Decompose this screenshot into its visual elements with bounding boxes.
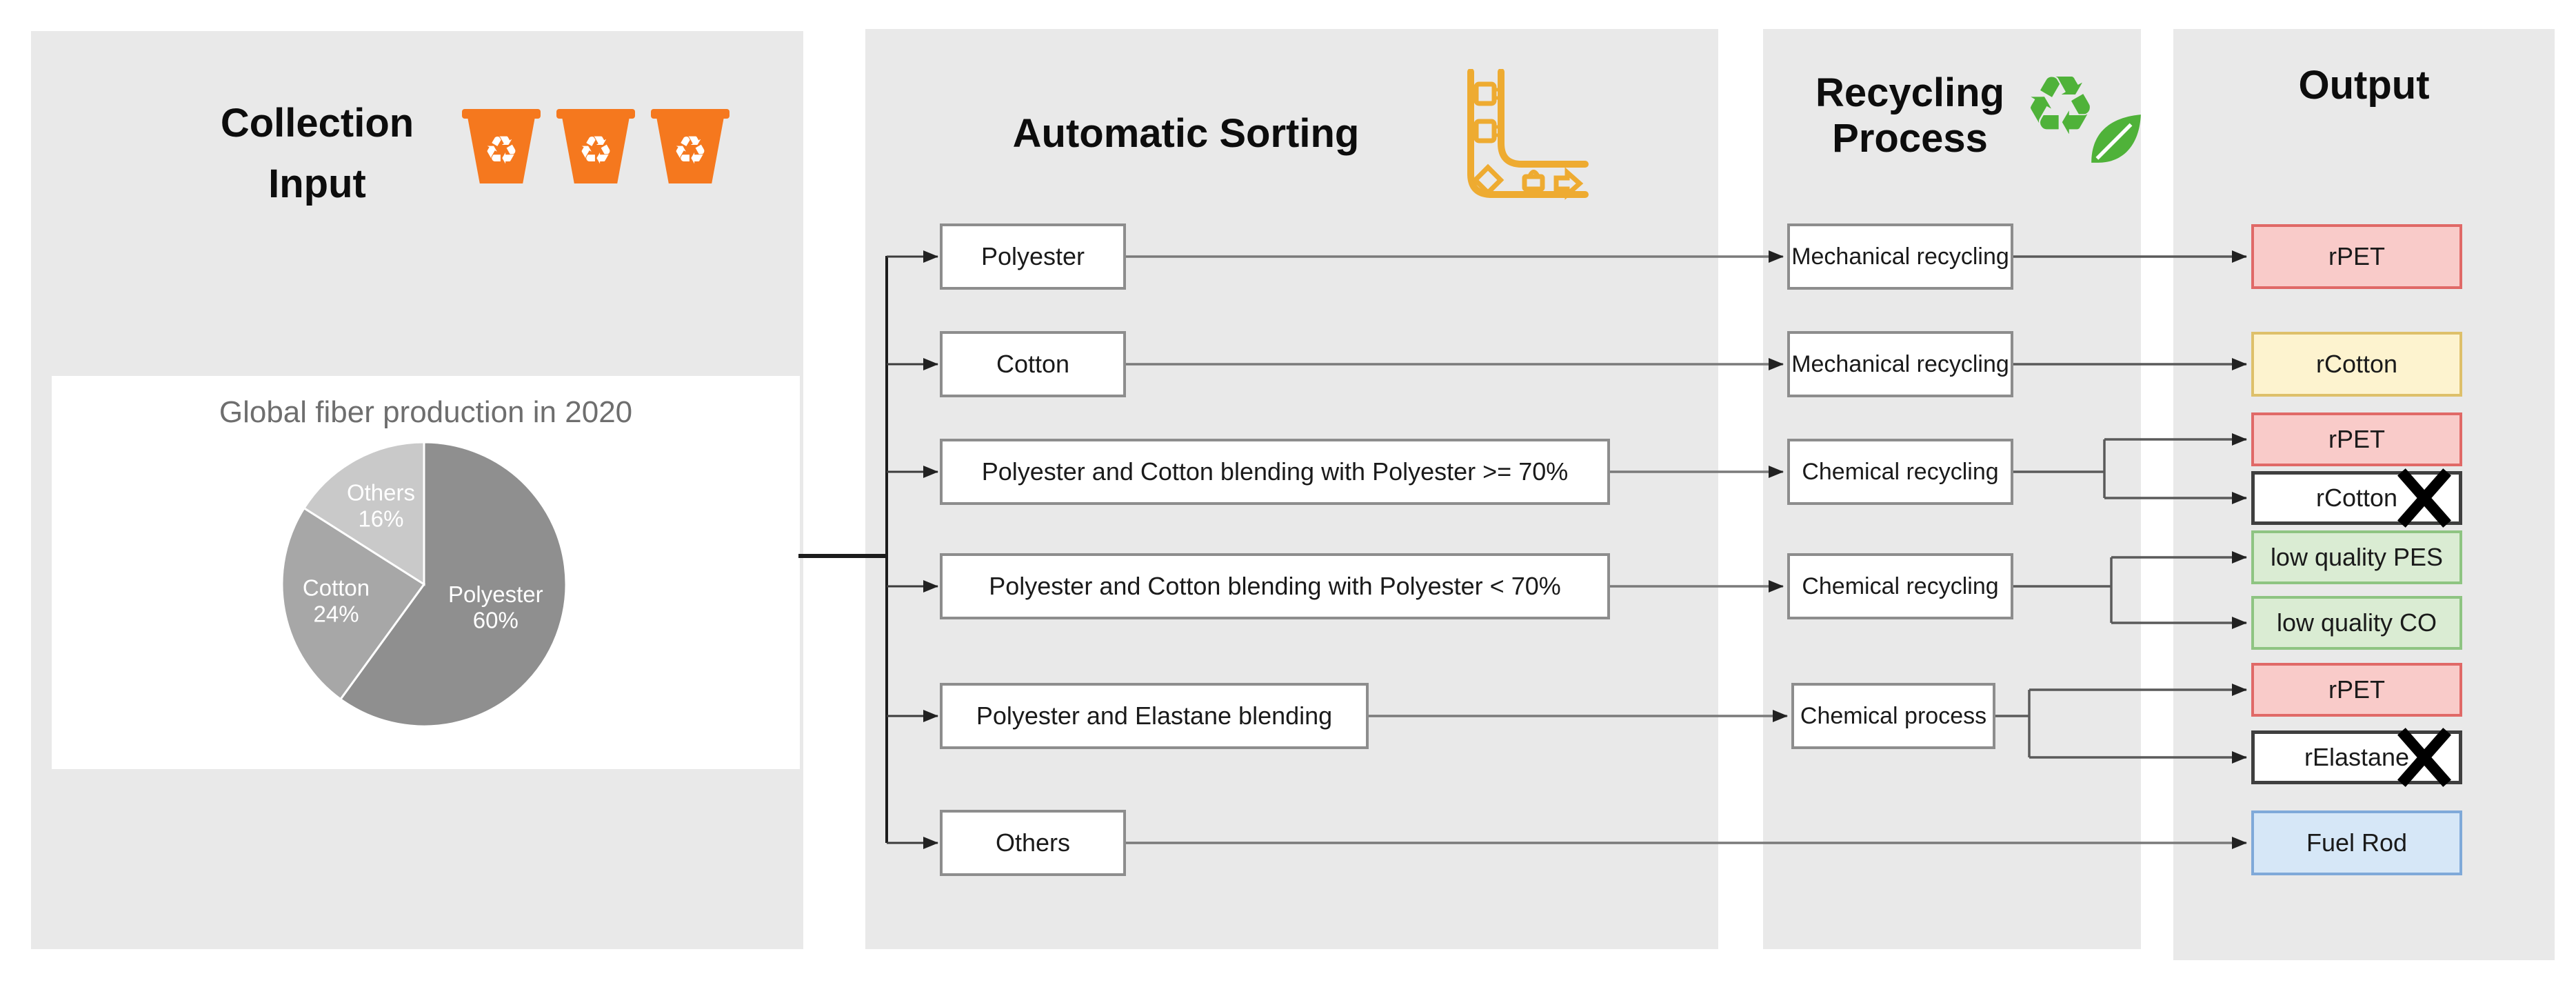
output-box-rpet-1: rPET	[2251, 224, 2462, 289]
process-box-chemical-2: Chemical recycling	[1787, 553, 2013, 619]
connector-trunk-branches	[887, 250, 938, 849]
output-box-rcotton-crossed: rCotton	[2251, 468, 2462, 528]
cross-out-icon	[2397, 468, 2451, 528]
process-box-chemical-process: Chemical process	[1791, 683, 1995, 749]
connector-process-to-output	[1995, 250, 2247, 764]
recycle-bin-icon: ♻	[556, 109, 635, 183]
recycle-symbol-icon: ♻	[483, 128, 519, 173]
recycle-symbol-icon: ♻	[578, 128, 614, 173]
process-box-mechanical-1: Mechanical recycling	[1787, 223, 2013, 290]
output-box-low-quality-pes: low quality PES	[2251, 530, 2462, 584]
sorting-box-cotton: Cotton	[940, 331, 1126, 397]
recycling-title-line1: Recycling	[1815, 70, 2004, 115]
automatic-sorting-title: Automatic Sorting	[1012, 111, 1360, 156]
output-box-rpet-3: rPET	[2251, 663, 2462, 717]
chart-title: Global fiber production in 2020	[219, 395, 633, 429]
pie-slice-polyester	[339, 442, 566, 726]
leaf-icon	[2091, 115, 2141, 163]
output-box-rpet-2: rPET	[2251, 412, 2462, 466]
recycle-bin-icon: ♻	[651, 109, 729, 183]
fiber-production-chart-card: Global fiber production in 2020 Polyeste…	[52, 376, 800, 769]
output-label: rElastane	[2304, 743, 2410, 771]
output-label: rCotton	[2315, 484, 2398, 512]
sorting-box-poly-cotton-lt70: Polyester and Cotton blending with Polye…	[940, 553, 1610, 619]
sorting-box-others: Others	[940, 810, 1126, 876]
output-title: Output	[2298, 63, 2430, 108]
recycle-symbol-icon: ♻	[672, 128, 708, 173]
output-box-fuel-rod: Fuel Rod	[2251, 810, 2462, 875]
recycle-bin-icon: ♻	[462, 109, 541, 183]
cross-out-icon	[2397, 728, 2451, 787]
recycle-arrows-icon: ♻	[2024, 58, 2097, 153]
collection-input-title: Collection Input	[69, 93, 565, 215]
pie-slice-others	[302, 442, 425, 586]
connector-sort-to-process	[1126, 250, 2247, 849]
output-box-relastane-crossed: rElastane	[2251, 728, 2462, 787]
output-box-rcotton: rCotton	[2251, 332, 2462, 397]
output-box-low-quality-co: low quality CO	[2251, 596, 2462, 650]
conveyor-belt-icon	[1467, 69, 1589, 200]
sorting-box-poly-elastane: Polyester and Elastane blending	[940, 683, 1369, 749]
recycling-process-title: Recycling Process	[1765, 70, 2055, 161]
sorting-box-poly-cotton-ge70: Polyester and Cotton blending with Polye…	[940, 439, 1610, 505]
recycle-leaf-icon: ♻	[2024, 54, 2148, 178]
recycling-title-line2: Process	[1832, 116, 1988, 161]
process-box-chemical-1: Chemical recycling	[1787, 439, 2013, 505]
collection-title-line1: Collection	[220, 101, 414, 146]
sorting-box-polyester: Polyester	[940, 223, 1126, 290]
collection-title-line2: Input	[268, 161, 366, 206]
connector-input-trunk	[798, 256, 888, 843]
pie-slice-cotton	[282, 506, 426, 701]
process-box-mechanical-2: Mechanical recycling	[1787, 331, 2013, 397]
